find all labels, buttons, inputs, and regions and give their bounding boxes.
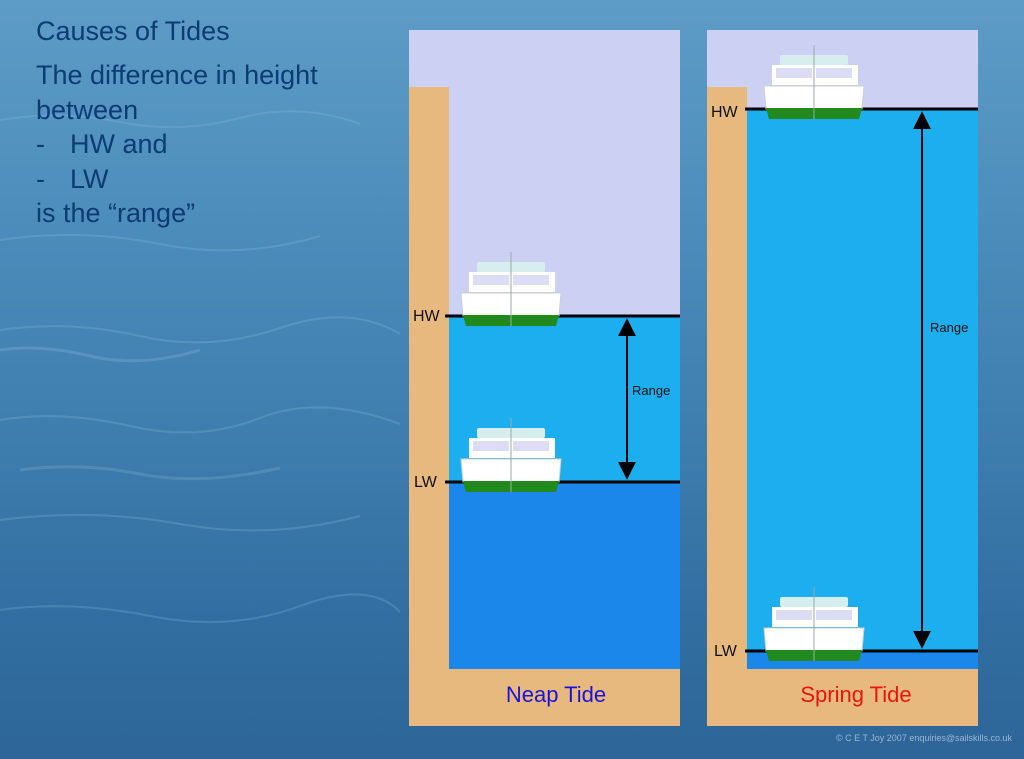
- bullet-dash: -: [36, 129, 45, 159]
- neap-low-water: [449, 482, 680, 669]
- spring-harbour-wall: [707, 87, 978, 726]
- bullet-hw: -HW and: [36, 127, 396, 162]
- neap-tide-title: Neap Tide: [506, 682, 606, 707]
- copyright-footer: © C E T Joy 2007 enquiries@sailskills.co…: [835, 733, 1012, 743]
- neap-hw-label: HW: [413, 308, 441, 325]
- spring-tide-title: Spring Tide: [800, 682, 911, 707]
- description-line: is the “range”: [36, 198, 196, 228]
- bullet-lw: -LW: [36, 162, 396, 197]
- spring-range-label: Range: [930, 320, 968, 335]
- neap-harbour-wall: [409, 87, 680, 726]
- spring-lw-label: LW: [714, 643, 738, 660]
- slide-description: The difference in height between -HW and…: [36, 58, 396, 231]
- description-line: between: [36, 94, 139, 125]
- spring-tidal-water: [747, 109, 978, 651]
- spring-hw-label: HW: [711, 104, 739, 121]
- description-line: The difference in height: [36, 60, 318, 90]
- neap-tide-panel: HW LW Range Neap Tide: [409, 30, 680, 726]
- spring-tide-panel: HW LW Range Spring Tide: [707, 30, 978, 726]
- neap-range-label: Range: [632, 383, 670, 398]
- slide-heading: Causes of Tides: [36, 16, 230, 46]
- bullet-dash: -: [36, 163, 45, 194]
- bullet-text: LW: [70, 163, 109, 194]
- bullet-text: HW and: [70, 129, 168, 159]
- neap-lw-label: LW: [414, 474, 438, 491]
